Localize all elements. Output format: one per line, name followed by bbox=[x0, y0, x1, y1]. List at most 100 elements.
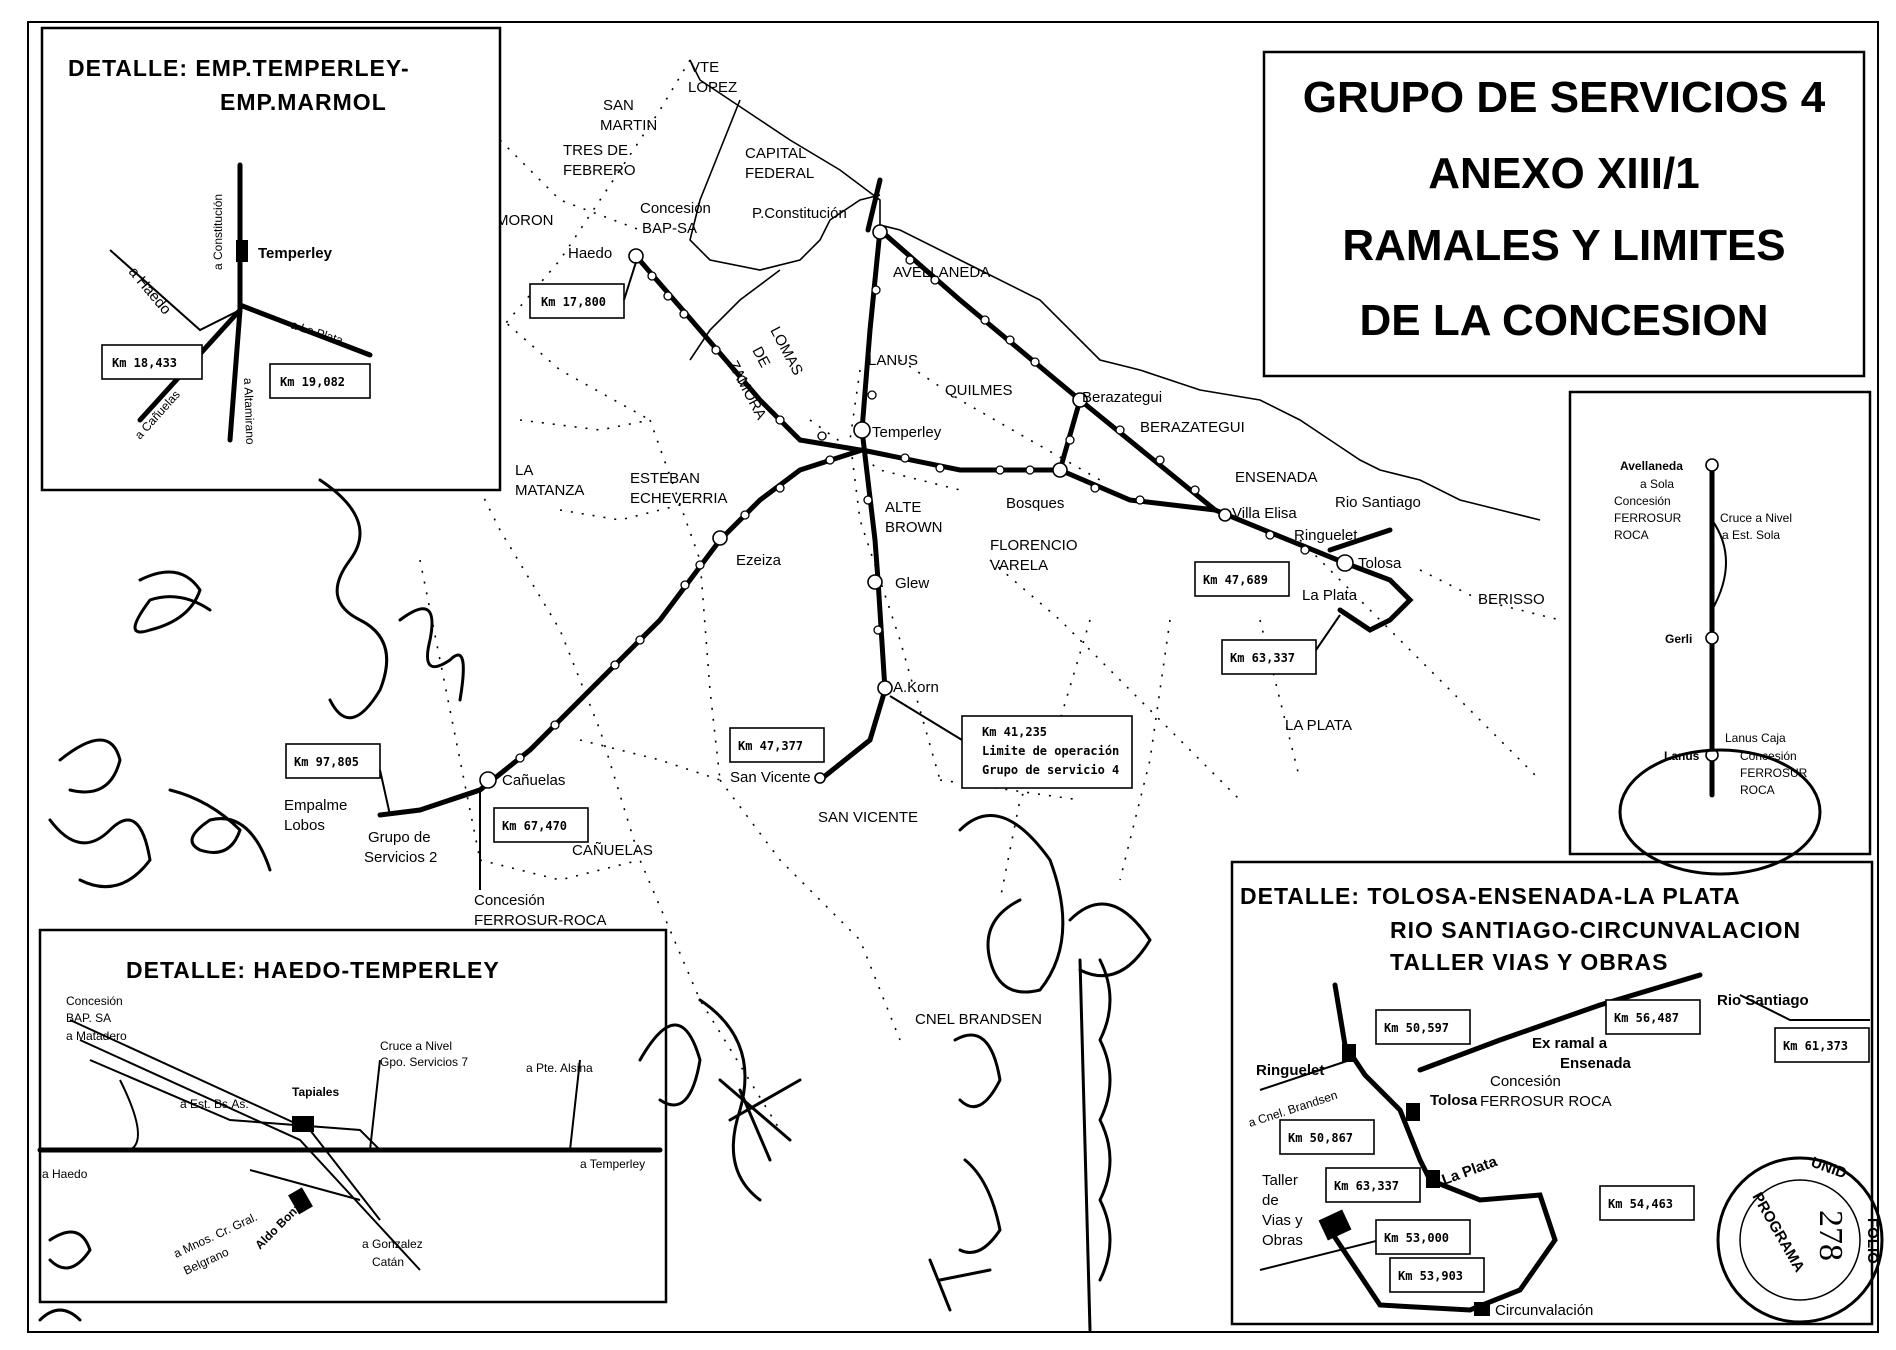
page-border bbox=[27, 21, 1879, 1333]
district-florencio-1: FLORENCIO bbox=[990, 537, 1078, 554]
district-esteban-2: ECHEVERRIA bbox=[630, 490, 728, 507]
title-line-3: RAMALES Y LIMITES bbox=[1342, 221, 1785, 270]
detail-tm-to-altamirano: a Altamirano bbox=[241, 378, 257, 445]
detail-t-circunvalacion: Circunvalación bbox=[1495, 1302, 1593, 1319]
detail-al-lanus-caja: Lanus Caja bbox=[1725, 731, 1786, 745]
title-line-2: ANEXO XIII/1 bbox=[1428, 149, 1699, 198]
detail-t-taller-3: Vias y bbox=[1262, 1212, 1303, 1229]
detail-t-taller-2: de bbox=[1262, 1192, 1279, 1209]
detail-t-km-d: Km 50,867 bbox=[1288, 1131, 1353, 1145]
detail-t-km-e: Km 63,337 bbox=[1334, 1179, 1399, 1193]
detail-t-km-f: Km 54,463 bbox=[1608, 1197, 1673, 1211]
concesion-bap-2: BAP-SA bbox=[642, 220, 697, 237]
detail-ht-concesion: Concesión bbox=[66, 994, 123, 1008]
detail-al-gerli: Gerli bbox=[1665, 632, 1692, 646]
district-capital-2: FEDERAL bbox=[745, 165, 814, 182]
detail-t-taller-4: Obras bbox=[1262, 1232, 1303, 1249]
coastline bbox=[689, 59, 1541, 521]
detail-al-roca-2: ROCA bbox=[1740, 783, 1775, 797]
station-avellaneda: AVELLANEDA bbox=[893, 264, 990, 281]
detail-t-km-a: Km 50,597 bbox=[1384, 1021, 1449, 1035]
detail-al-to-sola: a Sola bbox=[1640, 477, 1674, 491]
concesion-bap-1: Concesión bbox=[640, 200, 711, 217]
detail-ht-to-pte-alsina: a Pte. Alsina bbox=[526, 1061, 593, 1075]
concesion-roca-1: Concesión bbox=[474, 892, 545, 909]
district-tres-febrero-2: FEBRERO bbox=[563, 162, 636, 179]
station-berazategui: Berazategui bbox=[1082, 389, 1162, 406]
station-san-vicente: San Vicente bbox=[730, 769, 811, 786]
station-ringuelet: Ringuelet bbox=[1294, 527, 1358, 544]
station-villa-elisa: Villa Elisa bbox=[1232, 505, 1297, 522]
km-korn-1: Km 41,235 bbox=[982, 725, 1047, 739]
km-la-plata-a: Km 47,689 bbox=[1203, 573, 1268, 587]
district-rio-santiago: Rio Santiago bbox=[1335, 494, 1421, 511]
district-la-matanza-1: LA bbox=[515, 462, 533, 479]
detail-t-km-b: Km 56,487 bbox=[1614, 1011, 1679, 1025]
district-lomas-2: DE bbox=[748, 344, 773, 370]
detail-haedo-temperley: DETALLE: HAEDO-TEMPERLEY Concesión BAP. … bbox=[37, 928, 668, 1304]
detail-t-taller-1: Taller bbox=[1262, 1172, 1298, 1189]
detail-t-km-g: Km 53,000 bbox=[1384, 1231, 1449, 1245]
detail-al-roca: ROCA bbox=[1614, 528, 1649, 542]
detail-tolosa: DETALLE: TOLOSA-ENSENADA-LA PLATA RIO SA… bbox=[1230, 860, 1874, 1326]
title-box: GRUPO DE SERVICIOS 4 ANEXO XIII/1 RAMALE… bbox=[1262, 50, 1866, 378]
detail-ht-gpo: Gpo. Servicios 7 bbox=[380, 1055, 468, 1069]
detail-t-km-c: Km 61,373 bbox=[1783, 1039, 1848, 1053]
detail-tm-km-right: Km 19,082 bbox=[280, 375, 345, 389]
main-km-boxes: Km 17,800 Km 47,689 Km 63,337 Km 47,377 … bbox=[285, 261, 1341, 843]
detail-ht-tapiales: Tapiales bbox=[292, 1085, 339, 1099]
district-capital-1: CAPITAL bbox=[745, 145, 806, 162]
km-lobos: Km 97,805 bbox=[294, 755, 359, 769]
detail-t-title-1: DETALLE: TOLOSA-ENSENADA-LA PLATA bbox=[1240, 883, 1741, 909]
district-san-martin-2: MARTIN bbox=[600, 117, 657, 134]
detail-ht-to-temperley: a Temperley bbox=[580, 1157, 645, 1171]
district-esteban-1: ESTEBAN bbox=[630, 470, 700, 487]
detail-ht-cruce: Cruce a Nivel bbox=[380, 1039, 452, 1053]
detail-t-km-h: Km 53,903 bbox=[1398, 1269, 1463, 1283]
km-canuelas: Km 67,470 bbox=[502, 819, 567, 833]
district-quilmes: QUILMES bbox=[945, 382, 1013, 399]
station-lanus: LANUS bbox=[868, 352, 918, 369]
rail-dots bbox=[515, 255, 1310, 763]
district-la-matanza-2: MATANZA bbox=[515, 482, 584, 499]
concesion-roca-2: FERROSUR-ROCA bbox=[474, 912, 607, 929]
district-ensenada: ENSENADA bbox=[1235, 469, 1318, 486]
detail-tm-station: Temperley bbox=[258, 245, 333, 262]
district-tres-febrero-1: TRES DE bbox=[563, 142, 628, 159]
detail-t-ensenada: Ensenada bbox=[1560, 1055, 1632, 1072]
detail-t-rio-santiago: Rio Santiago bbox=[1717, 992, 1809, 1009]
station-canuelas: Cañuelas bbox=[502, 772, 565, 789]
district-lomas-1: LOMAS bbox=[766, 324, 806, 378]
empalme-lobos-2: Lobos bbox=[284, 817, 325, 834]
secondary-stamp bbox=[1618, 748, 1822, 876]
detail-t-title-2: RIO SANTIAGO-CIRCUNVALACION bbox=[1390, 917, 1801, 943]
detail-al-cruce: Cruce a Nivel bbox=[1720, 511, 1792, 525]
district-canuelas: CAÑUELAS bbox=[572, 842, 653, 859]
detail-ht-bap: BAP. SA bbox=[66, 1011, 111, 1025]
district-vte-lopez-2: LOPEZ bbox=[688, 79, 737, 96]
title-line-4: DE LA CONCESION bbox=[1359, 296, 1768, 345]
detail-tm-to-constitucion: a Constitución bbox=[211, 194, 225, 270]
km-korn-3: Grupo de servicio 4 bbox=[982, 763, 1119, 777]
station-haedo: Haedo bbox=[568, 245, 612, 262]
detail-t-ferrosur: FERROSUR ROCA bbox=[1480, 1093, 1612, 1110]
detail-al-concesion: Concesión bbox=[1614, 494, 1671, 508]
district-alte-brown-1: ALTE bbox=[885, 499, 921, 516]
detail-t-ringuelet: Ringuelet bbox=[1256, 1062, 1324, 1079]
district-berazategui: BERAZATEGUI bbox=[1140, 419, 1245, 436]
stamp-folio: FOLIO bbox=[1864, 1218, 1881, 1264]
detail-ht-catan: Catán bbox=[372, 1255, 404, 1269]
detail-tm-title-2: EMP.MARMOL bbox=[220, 89, 387, 115]
station-tolosa: Tolosa bbox=[1358, 555, 1402, 572]
detail-ht-to-haedo: a Haedo bbox=[42, 1167, 88, 1181]
district-la-plata: LA PLATA bbox=[1285, 717, 1352, 734]
empalme-lobos-1: Empalme bbox=[284, 797, 347, 814]
detail-al-est-sola: a Est. Sola bbox=[1722, 528, 1780, 542]
detail-t-concesion: Concesión bbox=[1490, 1073, 1561, 1090]
district-cnel-brandsen: CNEL BRANDSEN bbox=[915, 1011, 1042, 1028]
district-san-vicente: SAN VICENTE bbox=[818, 809, 918, 826]
grupo-servicios-2: Servicios 2 bbox=[364, 849, 437, 866]
station-ezeiza: Ezeiza bbox=[736, 552, 782, 569]
detail-ht-to-gonzalez: a Gonzalez bbox=[362, 1237, 423, 1251]
station-la-plata: La Plata bbox=[1302, 587, 1358, 604]
